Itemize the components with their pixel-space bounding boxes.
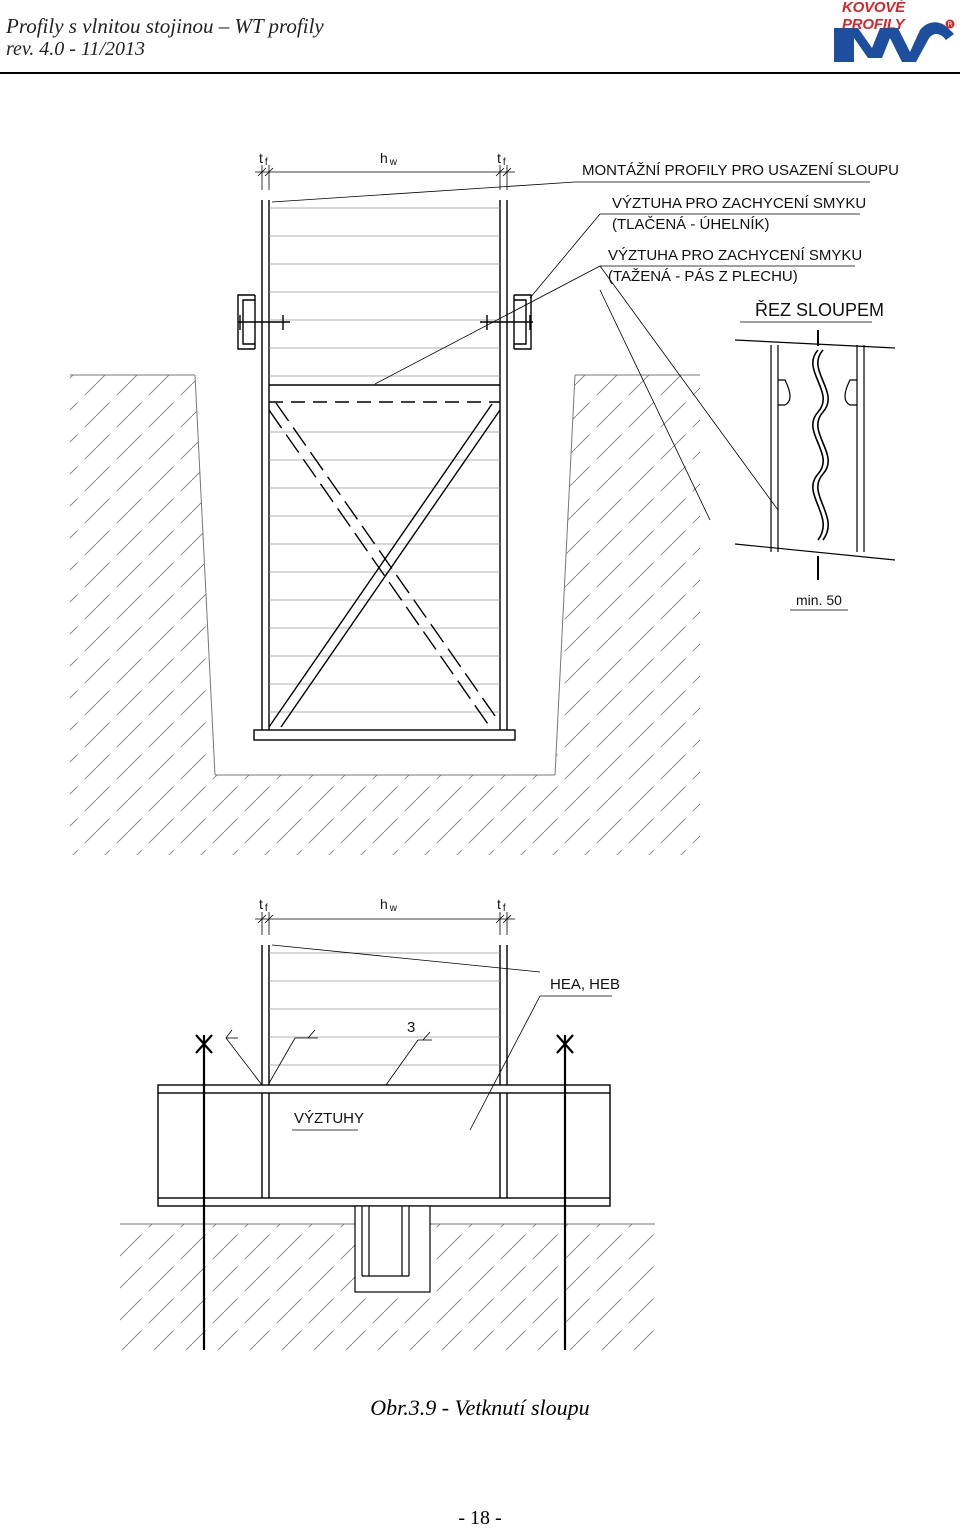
label-tension-stiffener-line2: (TAŽENÁ - PÁS Z PLECHU)	[608, 268, 798, 285]
column-flanges-bottom	[261, 945, 508, 1085]
mounting-profile-right	[480, 294, 533, 350]
label-column-section: ŘEZ SLOUPEM	[755, 300, 885, 320]
figure-caption: Obr.3.9 - Vetknutí sloupu	[370, 1395, 590, 1420]
label-compressed-stiffener-line2: (TLAČENÁ - ÚHELNÍK)	[612, 216, 770, 233]
label-tension-stiffener-line1: VÝZTUHA PRO ZACHYCENÍ SMYKU	[608, 247, 863, 264]
hea-heb-beam	[157, 1084, 611, 1207]
soil-hatch-top	[70, 374, 700, 855]
compressed-diagonal-stiffener	[268, 403, 501, 728]
header-rule	[0, 72, 960, 74]
label-mounting-profiles: MONTÁŽNÍ PROFILY PRO USAZENÍ SLOUPU	[582, 162, 899, 179]
foundation-pocket	[354, 1205, 431, 1293]
anchor-bolt-left	[195, 1034, 213, 1350]
dimension-line-top	[255, 165, 515, 190]
label-compressed-stiffener-line1: VÝZTUHA PRO ZACHYCENÍ SMYKU	[612, 195, 867, 212]
document-revision: rev. 4.0 - 11/2013	[6, 38, 146, 60]
company-logo-icon: R	[834, 19, 955, 62]
anchor-bolt-right	[556, 1034, 574, 1350]
base-plate-top	[253, 729, 516, 741]
document-title: Profily s vlnitou stojinou – WT profily	[6, 14, 324, 38]
page-number: - 18 -	[458, 1507, 502, 1529]
label-weld-size: 3	[407, 1019, 416, 1036]
label-min-50: min. 50	[796, 592, 842, 608]
leader-lines-bottom	[225, 944, 612, 1131]
tension-diagonal-stiffener	[268, 402, 501, 728]
corrugated-web-lines	[269, 207, 500, 713]
horizontal-stiffener	[269, 384, 500, 403]
leader-lines-top	[271, 181, 872, 521]
dimension-line-bottom	[255, 912, 515, 935]
mounting-profile-left	[237, 294, 290, 350]
section-detail	[734, 330, 896, 611]
bottom-figure	[120, 912, 655, 1350]
label-hea-heb: HEA, HEB	[550, 976, 621, 993]
corrugated-web-lines-bottom	[269, 952, 500, 1066]
svg-text:R: R	[948, 21, 953, 29]
label-stiffeners: VÝZTUHY	[294, 1110, 365, 1127]
column-flanges-top	[261, 200, 508, 730]
